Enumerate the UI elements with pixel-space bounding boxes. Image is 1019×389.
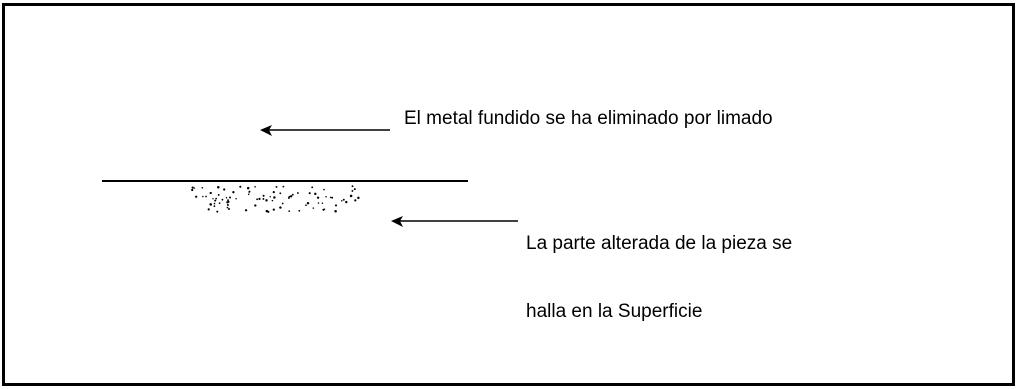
stipple-dot [321,202,324,204]
stipple-dot [239,185,242,188]
stipple-dot [225,196,228,199]
stipple-dot [247,193,250,196]
stipple-dot [227,199,229,202]
stipple-dot [226,201,229,204]
stipple-dot [232,191,235,194]
stipple-dot [217,186,220,189]
stipple-dot [267,210,270,213]
annotation-removed-metal: El metal fundido se ha eliminado por lim… [404,108,773,129]
stipple-dot [312,207,315,209]
stipple-dot [281,202,284,205]
stipple-dot [296,192,299,194]
stipple-dot [279,206,282,209]
stipple-dot [254,186,256,188]
stipple-dot [244,209,248,212]
stipple-dot [341,200,343,202]
altered-zone-stipple [191,185,360,213]
annotation-altered-zone-line2: halla en la Superficie [526,301,703,322]
stipple-dot [289,195,293,198]
stipple-dot [334,204,338,207]
stipple-dot [235,197,237,200]
stipple-dot [226,204,229,206]
stipple-dot [322,208,325,211]
arrow-altered-zone [391,216,518,227]
stipple-dot [269,196,271,198]
stipple-dot [316,196,320,199]
stipple-dot [282,185,285,188]
stipple-dot [229,196,231,199]
stipple-dot [256,198,258,201]
stipple-dot [317,202,320,204]
stipple-dot [357,196,360,200]
stipple-dot [314,192,317,196]
stipple-dot [246,186,250,190]
stipple-dot [217,193,220,196]
stipple-dot [353,188,356,191]
stipple-dot [311,186,314,189]
stipple-dot [279,192,282,195]
stipple-dot [323,188,325,191]
stipple-dot [351,185,354,188]
stipple-dot [209,203,212,206]
stipple-dot [306,201,310,205]
stipple-dot [288,197,290,199]
stipple-dot [349,194,353,198]
stipple-dot [254,204,257,207]
stipple-dot [228,208,230,210]
stipple-dot [329,196,332,199]
stipple-dot [193,187,196,189]
stipple-dot [214,199,217,202]
stipple-dot [288,210,291,212]
stipple-dot [213,205,216,208]
stipple-dot [305,204,307,207]
stipple-dot [308,192,311,195]
stipple-dot [205,195,207,198]
stipple-dot [354,199,357,202]
stipple-dot [191,188,194,192]
stipple-dot [191,186,194,189]
stipple-dot [331,196,334,199]
stipple-dot [218,202,221,204]
stipple-dot [221,198,224,201]
stipple-dot [202,195,204,198]
stipple-dot [213,202,216,205]
stipple-dot [226,206,229,209]
stipple-dot [291,193,294,196]
diagram-frame [2,3,1015,386]
stipple-dot [351,189,354,192]
stipple-dot [223,188,226,191]
stipple-dot [272,191,275,194]
stipple-dot [262,197,265,200]
stipple-dot [195,195,198,198]
stipple-dot [275,185,278,188]
stipple-dot [262,194,265,197]
stipple-dot [334,209,337,213]
arrow-removed-metal [260,125,390,136]
stipple-dot [273,196,276,199]
stipple-dot [272,208,275,211]
stipple-dot [298,209,301,212]
stipple-dot [325,195,327,198]
stipple-dot [212,198,214,200]
stipple-dot [265,199,268,202]
stipple-dot [201,186,204,189]
stipple-dot [207,208,210,211]
stipple-dot [342,198,345,201]
stipple-dot [271,199,274,202]
stipple-dot [258,197,261,201]
annotation-altered-zone-line1: La parte alterada de la pieza se [526,233,793,254]
stipple-dot [216,210,219,213]
stipple-dot [248,191,251,193]
stipple-dot [345,200,348,204]
stipple-dot [209,191,212,195]
stipple-dot [215,197,217,200]
